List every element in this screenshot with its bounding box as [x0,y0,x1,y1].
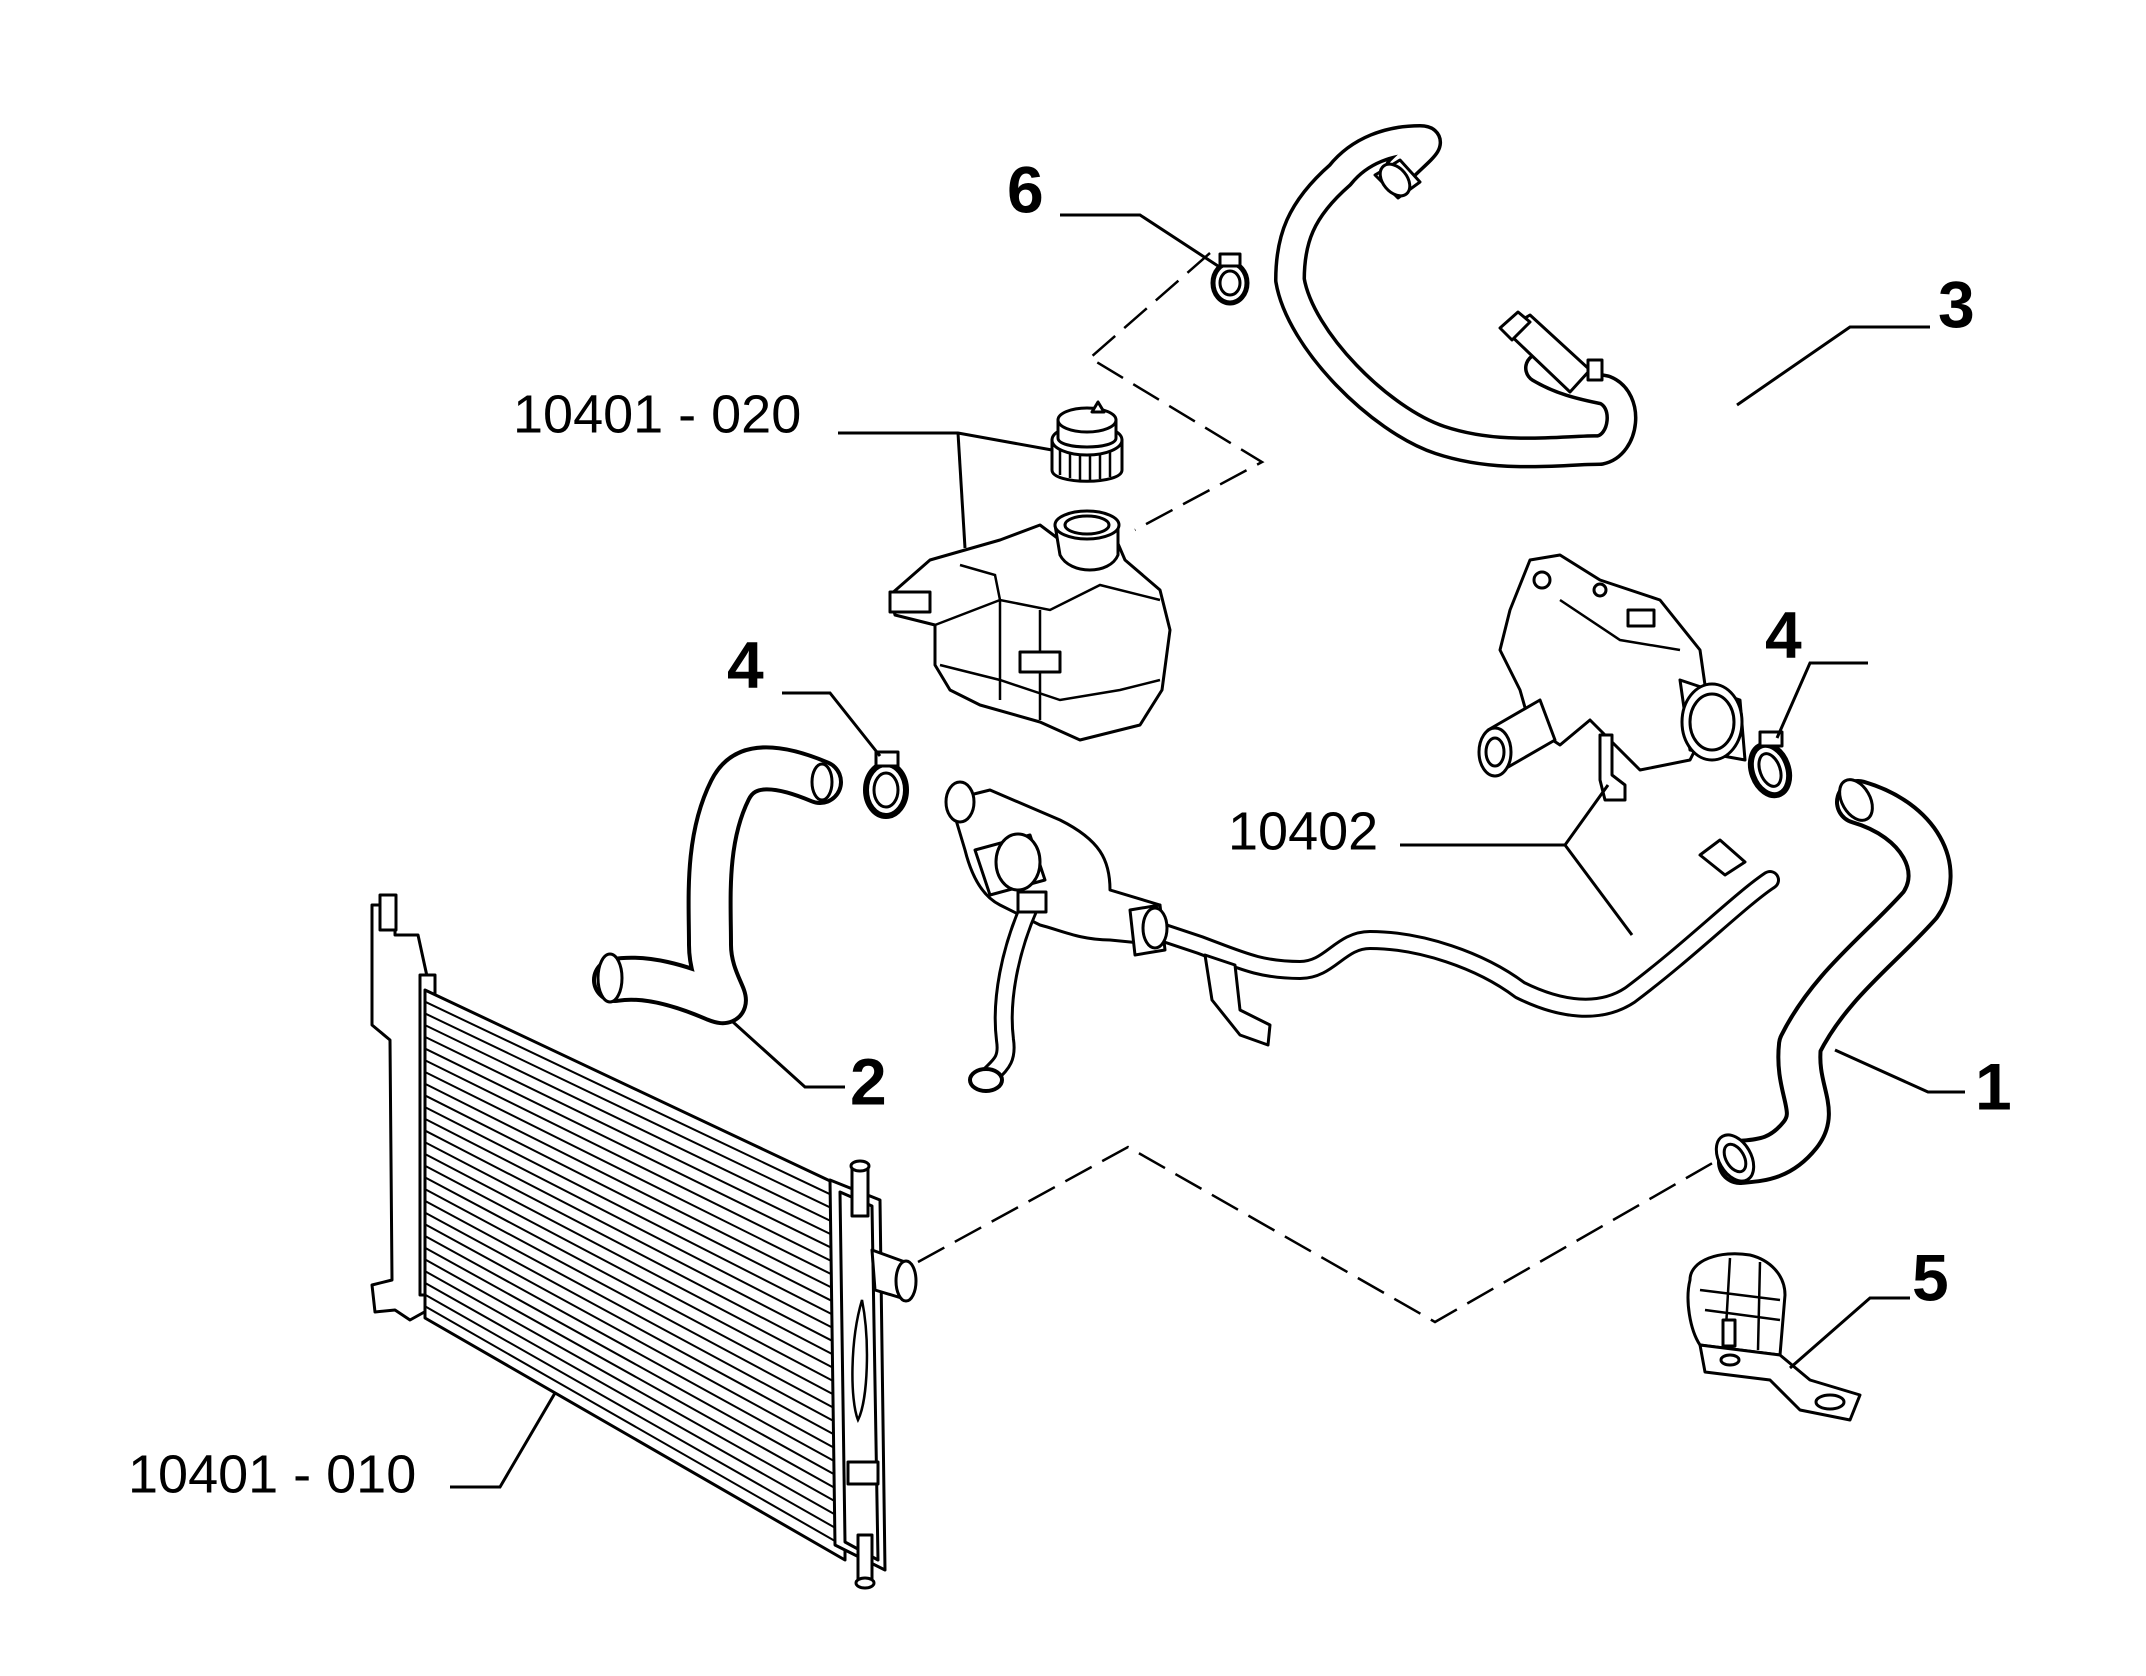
clamp-small [1210,252,1250,306]
callout-clamp-left: 4 [727,627,764,701]
hose-lower [1714,778,1953,1185]
radiator-fin [424,1293,846,1535]
radiator-fin [424,1153,846,1375]
clamp-right [1747,730,1793,799]
radiator-fin [424,1270,846,1508]
callout-ref-pipe: 10402 [1228,801,1378,861]
radiator-fin [424,1012,846,1216]
radiator-fin [424,1305,846,1548]
thermostat-housing [1477,553,1747,802]
radiator-fin [424,1211,846,1442]
callout-ref-radiator: 10401 - 010 [128,1444,416,1504]
radiator-fin [424,1094,846,1309]
callout-labels: 1 2 3 4 4 5 6 10401 - 020 10401 - 010 10… [128,152,2012,1504]
clamp-left [863,750,909,819]
expansion-tank [888,509,1172,742]
radiator-fin [424,1188,846,1415]
callout-clamp-right: 4 [1765,597,1802,671]
radiator-fin [424,1024,846,1229]
radiator-fin [424,1176,846,1402]
radiator-fin [424,1071,846,1282]
hose-upper [592,745,843,1026]
callout-bracket: 5 [1912,1240,1949,1314]
radiator-fin [424,1246,846,1482]
radiator-fin [424,1199,846,1429]
radiator-fin [424,1035,846,1243]
radiator-fin [424,1129,846,1349]
alignment-lines [917,252,1731,1324]
radiator-fin [424,1082,846,1296]
radiator-fin [424,1258,846,1495]
bracket [1686,1252,1862,1422]
radiator-fin [424,1000,846,1203]
radiator-fin [424,1106,846,1322]
callout-hose-upper: 2 [850,1044,887,1118]
radiator-fin [424,1235,846,1468]
callout-hose-heater: 3 [1938,267,1975,341]
radiator-fin [424,1223,846,1455]
radiator-fins [424,1000,846,1548]
callout-ref-tank: 10401 - 020 [513,384,801,444]
radiator-fin [424,1047,846,1256]
tank-cap [1050,400,1124,483]
radiator-fin [424,1281,846,1522]
hose-heater [1274,124,1638,469]
radiator-fin [424,1141,846,1362]
callout-clamp-small: 6 [1007,152,1044,226]
callout-hose-lower: 1 [1975,1049,2012,1123]
leader-lines [450,213,1965,1489]
radiator-fin [424,1059,846,1269]
radiator-fin [424,1117,846,1336]
radiator [370,893,918,1590]
coolant-pipe [944,780,1780,1093]
radiator-fin [424,1164,846,1389]
